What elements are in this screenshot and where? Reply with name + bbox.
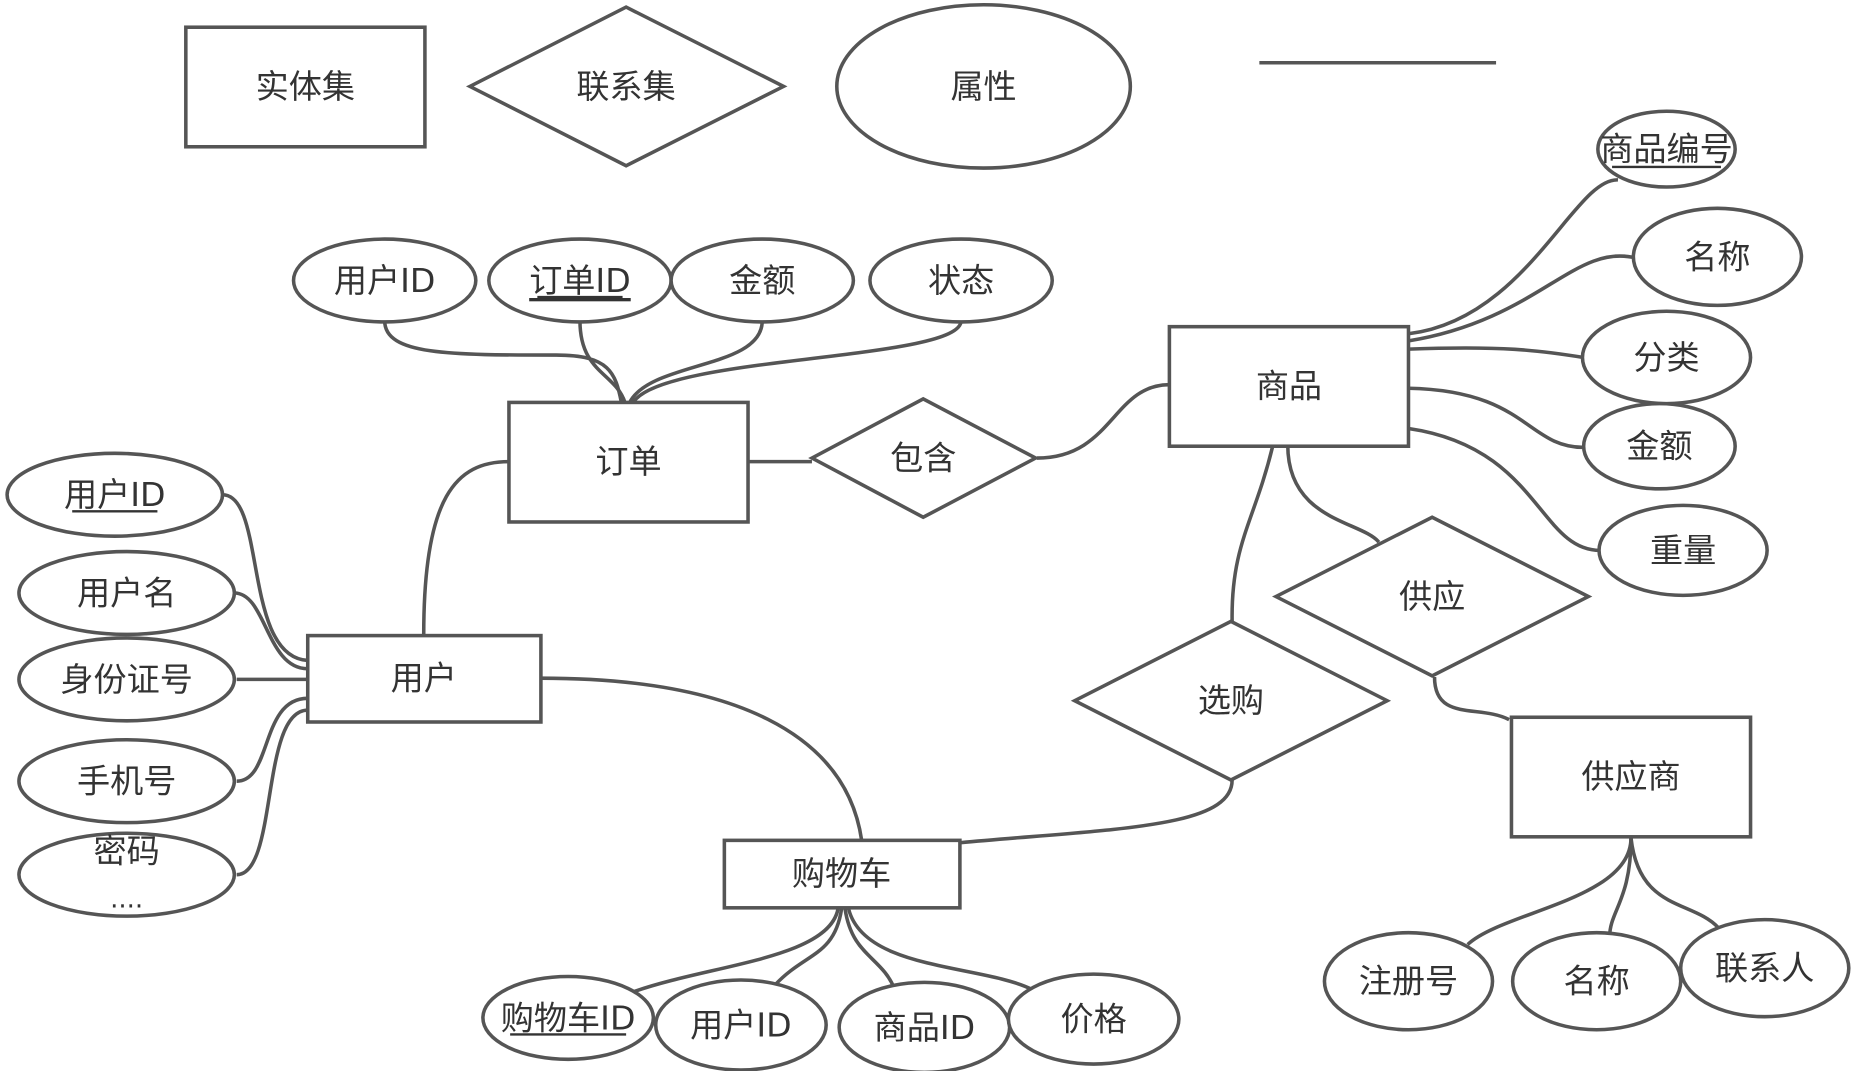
cart-price-label: 价格 bbox=[1061, 1000, 1127, 1039]
order-status-attribute bbox=[868, 237, 1054, 324]
supplier-name-attribute bbox=[1510, 930, 1683, 1032]
user-password-attribute bbox=[17, 831, 237, 918]
select-relationship-label: 选购 bbox=[1198, 681, 1264, 720]
supply-relationship-label: 供应 bbox=[1399, 577, 1465, 616]
order-id-label: 订单ID bbox=[529, 261, 631, 300]
product-weight-label: 重量 bbox=[1650, 531, 1716, 570]
product-weight-attribute bbox=[1597, 503, 1769, 598]
user-password-label: 密码 bbox=[94, 832, 160, 871]
order-attributes: 用户ID 订单ID 金额 状态 bbox=[291, 237, 1054, 324]
user-username-attribute bbox=[17, 549, 237, 637]
supplier-reg-no-attribute bbox=[1322, 930, 1495, 1032]
product-entity bbox=[1167, 324, 1411, 448]
cart-user-id-label: 用户ID bbox=[690, 1005, 792, 1044]
legend-relationship-label: 联系集 bbox=[576, 67, 675, 106]
supplier-contact-label: 联系人 bbox=[1715, 949, 1814, 988]
user-more-label: .... bbox=[110, 885, 143, 915]
user-entity-label: 用户 bbox=[391, 659, 457, 698]
product-name-attribute bbox=[1631, 206, 1804, 308]
product-amount-label: 金额 bbox=[1626, 427, 1692, 466]
legend-attribute-label: 属性 bbox=[950, 67, 1016, 106]
product-no-label: 商品编号 bbox=[1600, 130, 1733, 169]
legend-relationship-shape bbox=[465, 5, 788, 168]
cart-id-label: 购物车ID bbox=[501, 998, 636, 1037]
user-attributes: 用户ID 用户名 身份证号 手机号 密码 .... bbox=[5, 451, 237, 918]
user-id-number-label: 身份证号 bbox=[60, 660, 193, 699]
product-name-label: 名称 bbox=[1684, 237, 1750, 276]
cart-entity bbox=[722, 838, 962, 910]
legend-attribute-shape bbox=[835, 2, 1133, 170]
order-amount-attribute bbox=[669, 237, 856, 324]
product-category-label: 分类 bbox=[1633, 338, 1699, 377]
supplier-name-label: 名称 bbox=[1564, 962, 1630, 1001]
select-relationship bbox=[1070, 619, 1392, 782]
order-status-label: 状态 bbox=[928, 261, 994, 300]
product-entity-label: 商品 bbox=[1256, 366, 1322, 405]
contains-relationship bbox=[808, 396, 1040, 520]
supplier-entity bbox=[1509, 715, 1753, 839]
cart-id-attribute bbox=[481, 974, 656, 1062]
user-id-attribute bbox=[5, 451, 225, 538]
cart-attributes: 购物车ID 用户ID 商品ID 价格 bbox=[481, 972, 1181, 1071]
user-entity bbox=[305, 633, 543, 724]
order-user-id-attribute bbox=[291, 237, 478, 324]
supplier-reg-no-label: 注册号 bbox=[1359, 962, 1458, 1001]
product-attributes: 商品编号 名称 分类 金额 重量 bbox=[1580, 109, 1804, 598]
order-entity-label: 订单 bbox=[595, 442, 661, 481]
supplier-entity-label: 供应商 bbox=[1581, 757, 1680, 796]
legend: 实体集 联系集 属性 bbox=[184, 2, 1497, 170]
cart-price-attribute bbox=[1006, 972, 1181, 1066]
cart-entity-label: 购物车 bbox=[792, 854, 891, 893]
user-phone-attribute bbox=[17, 737, 237, 825]
product-amount-attribute bbox=[1581, 401, 1737, 491]
supplier-contact-attribute bbox=[1678, 917, 1851, 1019]
order-user-id-label: 用户ID bbox=[334, 261, 436, 300]
order-entity bbox=[507, 400, 750, 524]
legend-entity-shape bbox=[184, 25, 427, 149]
supplier-attributes: 注册号 名称 联系人 bbox=[1322, 917, 1851, 1032]
user-id-number-attribute bbox=[17, 636, 237, 723]
legend-entity-label: 实体集 bbox=[256, 67, 355, 106]
supply-relationship bbox=[1271, 515, 1593, 678]
user-phone-label: 手机号 bbox=[77, 762, 176, 801]
cart-user-id-attribute bbox=[653, 978, 828, 1071]
contains-relationship-label: 包含 bbox=[890, 439, 956, 478]
edges bbox=[222, 178, 1720, 994]
user-id-label: 用户ID bbox=[64, 475, 166, 514]
order-amount-label: 金额 bbox=[729, 261, 795, 300]
user-username-label: 用户名 bbox=[77, 573, 176, 612]
cart-product-id-label: 商品ID bbox=[874, 1008, 976, 1047]
